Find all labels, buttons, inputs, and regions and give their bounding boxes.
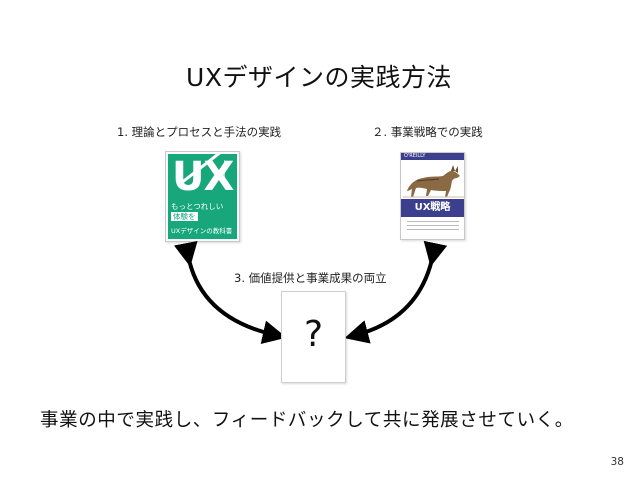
jackal-illustration-icon <box>403 165 464 198</box>
book1-cover-art: UX もっとつれしい 体験を UXデザインの教科書 <box>168 154 237 239</box>
question-card: ? <box>281 291 346 383</box>
slide-title: UXデザインの実践方法 <box>186 63 452 92</box>
caption-business-strategy: ２. 事業戦略での実践 <box>372 125 483 139</box>
right-double-arrow <box>344 240 448 344</box>
book1-subtitle-line1: もっとつれしい <box>171 202 224 211</box>
book2-text-lines <box>407 221 459 233</box>
book2-title: UX戦略 <box>401 199 464 217</box>
book1-footer-title: UXデザインの教科書 <box>171 227 233 235</box>
summary-text: 事業の中で実践し、フィードバックして共に発展させていく。 <box>40 410 574 431</box>
page-number: 38 <box>610 456 624 468</box>
book2-brand: O'REILLY <box>404 153 426 159</box>
book-cover-ux-strategy: O'REILLY UX戦略 <box>400 152 465 240</box>
book1-subtitle-line2: 体験を <box>171 212 198 221</box>
left-double-arrow <box>173 240 287 345</box>
book2-top-band <box>401 153 464 160</box>
book1-vertical-mark <box>224 160 231 186</box>
caption-theory-practice: 1. 理論とプロセスと手法の実践 <box>117 125 282 139</box>
book-cover-ux-textbook: UX もっとつれしい 体験を UXデザインの教科書 <box>165 151 240 242</box>
book1-subtitle: もっとつれしい 体験を <box>171 202 223 221</box>
question-mark: ? <box>303 314 324 355</box>
